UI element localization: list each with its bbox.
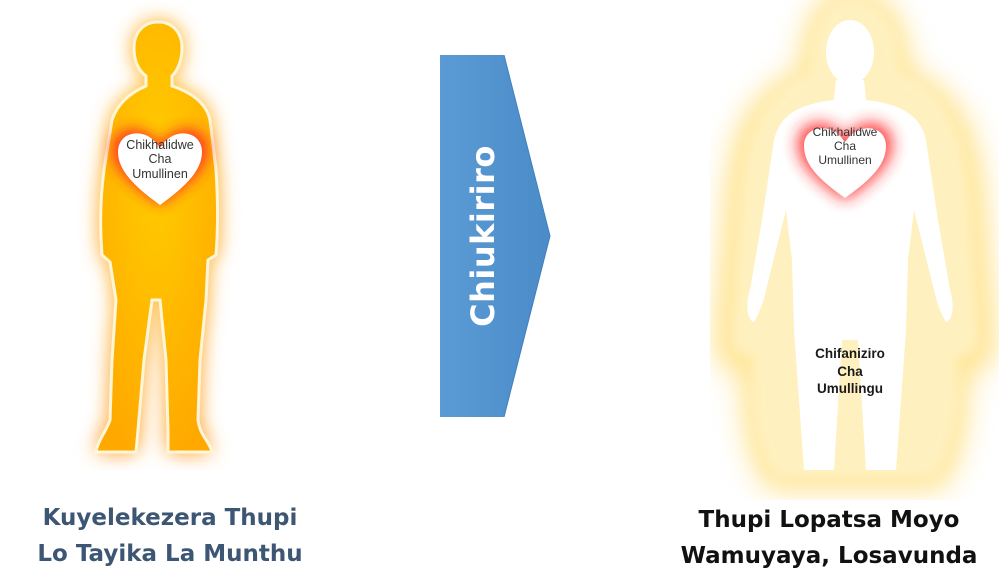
right-caption: Thupi Lopatsa Moyo Wamuyaya, Losavunda — [659, 502, 999, 574]
arrow-label: Chiukiriro — [440, 55, 526, 417]
lost-body-silhouette — [96, 22, 218, 452]
lost-body-figure — [40, 0, 270, 470]
spirit-image-label: Chifaniziro Cha Umullingu — [800, 345, 900, 398]
left-caption: Kuyelekezera Thupi Lo Tayika La Munthu — [20, 500, 320, 572]
right-heart-label: Chikhalidwe Cha Umullinen — [800, 126, 890, 167]
left-heart-label: Chikhalidwe Cha Umullinen — [110, 138, 210, 181]
resurrection-body-figure — [710, 0, 999, 500]
